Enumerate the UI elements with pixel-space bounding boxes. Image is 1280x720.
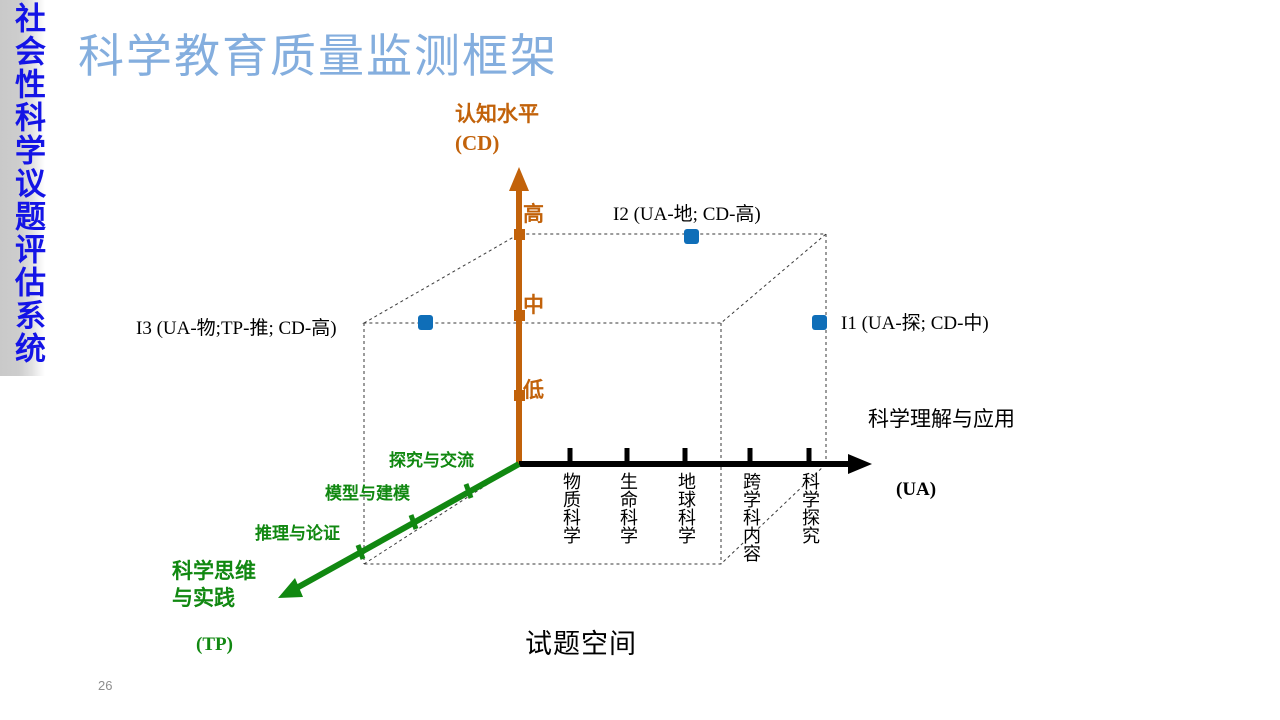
sidebar-banner: 社会性科学议题评估系统 [0, 0, 45, 376]
cd-axis [509, 167, 529, 464]
tp-axis-name-line1: 科学思维 [172, 559, 256, 583]
ua-axis [519, 448, 872, 474]
slide-number: 26 [98, 678, 113, 693]
data-point-i2 [684, 229, 699, 244]
cd-tick-label-low: 低 [523, 378, 544, 402]
page-title: 科学教育质量监测框架 [78, 31, 558, 82]
cd-axis-abbr: (CD) [455, 131, 500, 155]
cd-tick-mid [514, 310, 525, 321]
cd-axis-title: 认知水平 (CD) [455, 100, 539, 158]
ua-axis-abbr: (UA) [896, 479, 937, 500]
ua-tick-label-0: 物质科学 [561, 472, 581, 544]
cd-tick-label-high: 高 [523, 202, 544, 226]
cd-tick-high [514, 229, 525, 240]
tp-tick-label-2: 探究与交流 [389, 451, 474, 470]
tp-axis [278, 461, 521, 598]
tp-axis-name-line2: 与实践 [172, 586, 235, 610]
ua-axis-name: 科学理解与应用 [868, 407, 1015, 431]
data-point-label-i3: I3 (UA-物;TP-推; CD-高) [136, 318, 337, 339]
ua-tick-label-4: 科学探究 [800, 472, 820, 544]
tp-tick-label-0: 推理与论证 [255, 524, 340, 543]
data-point-i1 [812, 315, 827, 330]
cd-axis-name: 认知水平 [455, 102, 539, 126]
ua-tick-label-3: 跨学科内容 [741, 472, 761, 562]
data-point-markers [418, 229, 827, 330]
sidebar-banner-label: 社会性科学议题评估系统 [10, 2, 45, 365]
ua-tick-label-2: 地球科学 [676, 472, 696, 544]
ua-axis-title: 科学理解与应用 [868, 405, 1015, 433]
tp-tick-label-1: 模型与建模 [325, 484, 410, 503]
data-point-i3 [418, 315, 433, 330]
tp-axis-abbr: (TP) [196, 634, 233, 655]
cd-tick-label-mid: 中 [523, 293, 544, 317]
tp-axis-title: 科学思维 与实践 [172, 558, 256, 612]
cd-tick-low [514, 390, 525, 401]
ua-tick-label-1: 生命科学 [618, 472, 638, 544]
data-point-label-i2: I2 (UA-地; CD-高) [613, 204, 761, 225]
data-point-label-i1: I1 (UA-探; CD-中) [841, 313, 989, 334]
item-space-caption: 试题空间 [525, 629, 637, 659]
